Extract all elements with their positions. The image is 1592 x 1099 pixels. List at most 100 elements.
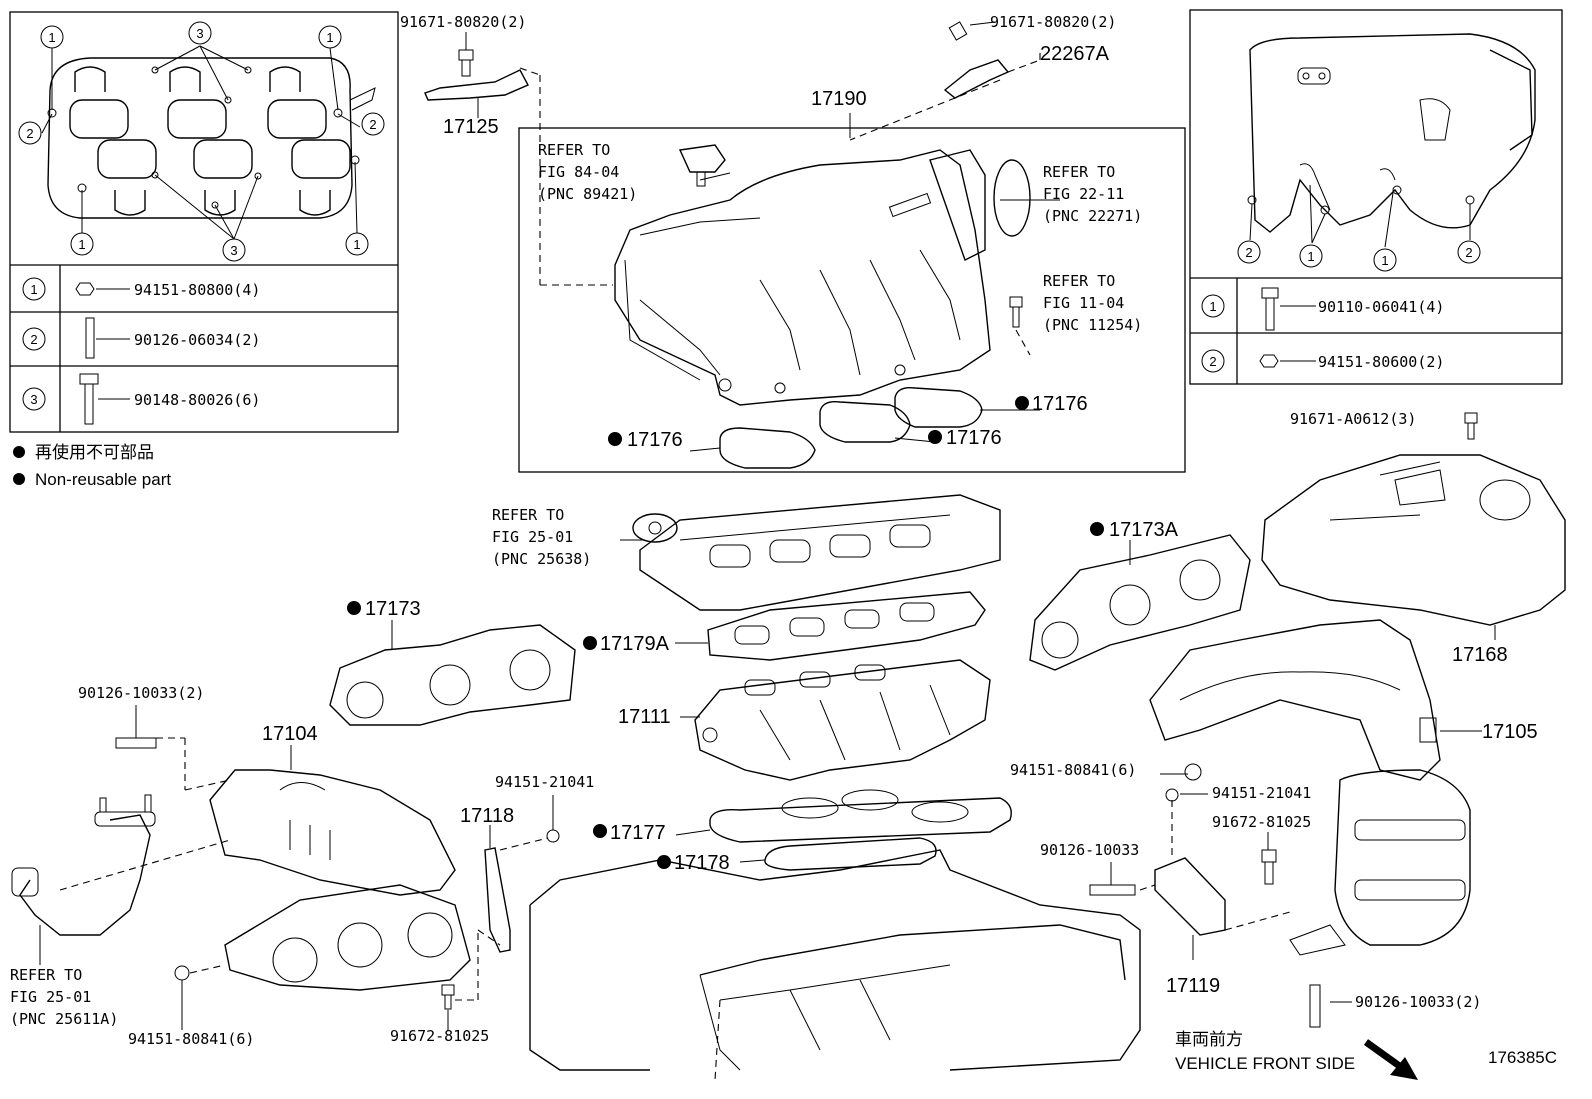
- label-94151-21041-a: 94151-21041: [495, 773, 594, 791]
- callout-circle: [1299, 244, 1323, 268]
- sensor-icon: [678, 144, 726, 173]
- callout-number: 1: [353, 237, 360, 252]
- callout-circle: [1457, 240, 1481, 264]
- ref-11-line1: REFER TO: [1043, 272, 1115, 290]
- left-inset-frame: [9, 11, 399, 433]
- label-22267a: 22267A: [1040, 43, 1110, 65]
- label-17178: 17178: [674, 852, 730, 874]
- gasket-17176: [719, 387, 983, 469]
- callout-number: 1: [326, 30, 333, 45]
- lower-manifold-17111: [694, 659, 991, 781]
- label-91671-80820-b: 91671-80820(2): [990, 13, 1116, 31]
- label-91671-a0612: 91671-A0612(3): [1290, 410, 1416, 428]
- label-91672-81025-b: 91672-81025: [390, 1027, 489, 1045]
- callout-circle: [1373, 248, 1397, 272]
- legend-en: Non-reusable part: [35, 470, 171, 489]
- right-inset-frame: [1189, 9, 1563, 385]
- legend: 再使用不可部品 Non-reusable part: [13, 442, 171, 489]
- right-table-part: 90110-06041(4): [1318, 298, 1444, 316]
- label-17173a: 17173A: [1109, 519, 1179, 541]
- label-17118: 17118: [460, 805, 514, 827]
- label-90126-10033: 90126-10033: [1040, 841, 1139, 859]
- right-inset: 2 1 1 2 1 90110-06041(4) 2 94151-80600(2): [1189, 9, 1563, 385]
- bracket-17119: [1089, 788, 1291, 960]
- ref-22-line1: REFER TO: [1043, 163, 1115, 181]
- label-17173: 17173: [365, 598, 421, 620]
- ref-25b-line1: REFER TO: [10, 966, 82, 984]
- label-91671-80820-a: 91671-80820(2): [400, 13, 526, 31]
- ref-22-line3: (PNC 22271): [1043, 207, 1142, 225]
- heat-insulator-17168: [1261, 412, 1566, 640]
- label-90126-10033-2b: 90126-10033(2): [1355, 993, 1481, 1011]
- callout-circle: [361, 112, 385, 136]
- right-table-num: 2: [1209, 354, 1216, 369]
- intake-manifold-frame: [518, 127, 1186, 473]
- gasket-17178: [764, 837, 937, 871]
- label-91672-81025-a: 91672-81025: [1212, 813, 1311, 831]
- vehicle-front-arrow-icon: [1363, 1039, 1418, 1080]
- ref-84-line3: (PNC 89421): [538, 185, 637, 203]
- left-table-num: 1: [30, 282, 37, 297]
- label-17190: 17190: [811, 88, 867, 110]
- left-table-num: 3: [30, 392, 37, 407]
- exhaust-manifold-17105: [1149, 619, 1471, 1028]
- label-17176-b: 17176: [627, 429, 683, 451]
- label-94151-21041-b: 94151-21041: [1212, 784, 1311, 802]
- callout-number: 2: [1465, 245, 1472, 260]
- bracket-22267a: [849, 21, 1041, 141]
- gasket-17177: [709, 789, 1012, 843]
- left-table-part: 90148-80026(6): [134, 391, 260, 409]
- left-table-part: 94151-80800(4): [134, 281, 260, 299]
- callout-circle: [18, 121, 42, 145]
- ref-22-line2: FIG 22-11: [1043, 185, 1124, 203]
- intake-manifold: [614, 149, 991, 406]
- stay-17118: [441, 795, 560, 1030]
- left-table-part: 90126-06034(2): [134, 331, 260, 349]
- ref-25a-line1: REFER TO: [492, 506, 564, 524]
- diagram-id: 176385C: [1488, 1048, 1557, 1067]
- callout-number: 2: [369, 117, 376, 132]
- label-17111: 17111: [618, 706, 671, 728]
- ref-11-line2: FIG 11-04: [1043, 294, 1124, 312]
- right-table-part: 94151-80600(2): [1318, 353, 1444, 371]
- label-17168: 17168: [1452, 644, 1508, 666]
- callout-number: 3: [196, 26, 203, 41]
- callout-circle: [1237, 240, 1261, 264]
- label-17104: 17104: [262, 723, 318, 745]
- label-17179a: 17179A: [600, 633, 670, 655]
- gasket-17173a: [1029, 534, 1251, 671]
- non-reusable-markers: [347, 396, 1104, 869]
- vehicle-front-en: VEHICLE FRONT SIDE: [1175, 1054, 1355, 1073]
- label-94151-80841-b: 94151-80841(6): [128, 1030, 254, 1048]
- left-table: 1 94151-80800(4) 2 90126-06034(2) 3 9014…: [22, 277, 260, 425]
- callout-number: 1: [78, 237, 85, 252]
- callout-number: 2: [26, 126, 33, 141]
- right-table: 1 90110-06041(4) 2 94151-80600(2): [1201, 287, 1444, 373]
- bracket-17125: [424, 32, 613, 286]
- label-17119: 17119: [1166, 975, 1220, 997]
- callout-number: 1: [1381, 253, 1388, 268]
- ref-25b-line3: (PNC 25611A): [10, 1010, 118, 1028]
- label-17105: 17105: [1482, 721, 1538, 743]
- refer-blocks: REFER TO FIG 84-04 (PNC 89421) REFER TO …: [10, 141, 1142, 1028]
- left-table-num: 2: [30, 332, 37, 347]
- label-94151-80841-a: 94151-80841(6): [1010, 761, 1136, 779]
- label-17176-c: 17176: [946, 427, 1002, 449]
- part-labels: 91671-80820(2) 91671-80820(2) 22267A 171…: [78, 13, 1557, 1073]
- ref-84-line1: REFER TO: [538, 141, 610, 159]
- legend-jp: 再使用不可部品: [35, 442, 154, 462]
- ref-84-line2: FIG 84-04: [538, 163, 619, 181]
- gasket-top-view: [47, 57, 376, 219]
- label-90126-10033-2a: 90126-10033(2): [78, 684, 204, 702]
- ref-25a-line3: (PNC 25638): [492, 550, 591, 568]
- ref-25a-line2: FIG 25-01: [492, 528, 573, 546]
- callout-number: 1: [1307, 249, 1314, 264]
- label-17176-a: 17176: [1032, 393, 1088, 415]
- ref-25b-line2: FIG 25-01: [10, 988, 91, 1006]
- label-17177: 17177: [610, 822, 666, 844]
- intake-manifold-group: [518, 127, 1186, 473]
- vehicle-front-jp: 車両前方: [1175, 1030, 1243, 1049]
